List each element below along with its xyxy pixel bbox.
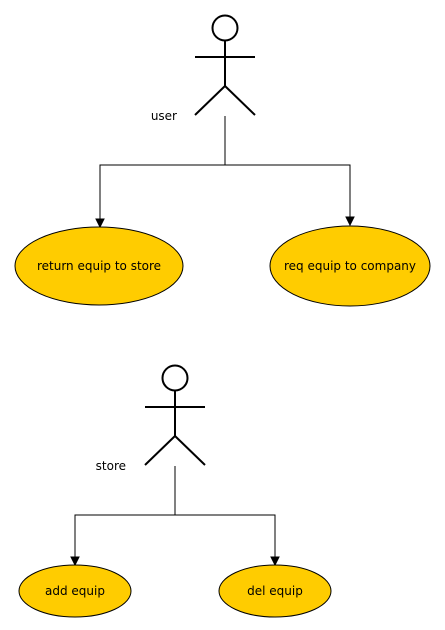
use-case-ellipse <box>18 564 132 618</box>
use-case-del-equip[interactable]: del equip <box>218 564 332 618</box>
connector-store-to-add-equip <box>74 466 176 557</box>
arrowhead-return-equip <box>95 218 105 229</box>
actor-store-head <box>161 364 189 392</box>
actor-store-left-leg <box>144 435 176 466</box>
use-case-label: return equip to store <box>37 259 161 273</box>
arrowhead-del-equip <box>270 556 280 567</box>
connector-store-to-del-equip <box>175 514 276 557</box>
use-case-label: add equip <box>45 584 105 598</box>
actor-store-label: store <box>96 459 126 473</box>
use-case-ellipse <box>218 564 332 618</box>
connector-user-to-req-equip <box>225 164 351 217</box>
arrowhead-req-equip <box>345 216 355 227</box>
use-case-req-equip-to-company[interactable]: req equip to company <box>269 225 431 307</box>
use-case-label: del equip <box>247 584 303 598</box>
actor-user-left-leg <box>194 85 226 116</box>
actor-user[interactable]: user <box>151 14 256 124</box>
actor-store[interactable]: store <box>96 364 206 474</box>
actor-user-right-leg <box>224 85 256 116</box>
actor-user-head <box>211 14 239 42</box>
use-case-ellipse <box>269 225 431 307</box>
use-case-ellipse <box>14 226 184 306</box>
use-case-label: req equip to company <box>284 259 416 273</box>
actor-user-label: user <box>151 109 177 123</box>
arrowhead-add-equip <box>70 556 80 567</box>
actor-store-right-leg <box>174 435 206 466</box>
connector-user-to-return-equip <box>99 116 226 219</box>
use-case-add-equip[interactable]: add equip <box>18 564 132 618</box>
use-case-return-equip-to-store[interactable]: return equip to store <box>14 226 184 306</box>
